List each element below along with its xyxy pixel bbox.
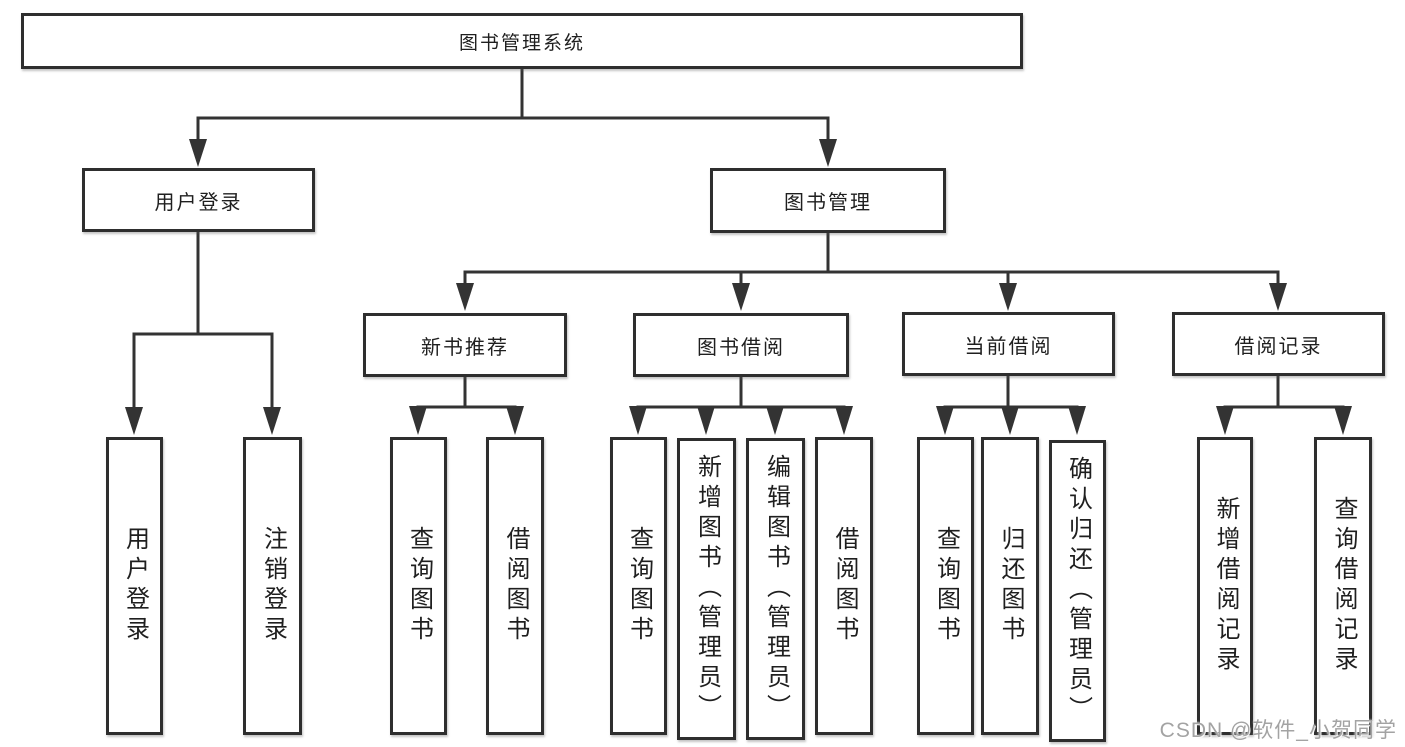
node-label: 图书管理 [784, 192, 872, 214]
node-label: 图书管理系统 [458, 32, 585, 54]
node-leaf-confirm-return-admin: 确认归还（管理员） [1049, 440, 1106, 742]
connector-book-borrow-children [629, 375, 853, 435]
node-user-login-module: 用户登录 [82, 168, 315, 232]
node-label: 新书推荐 [421, 336, 509, 359]
node-new-book-recommend: 新书推荐 [363, 313, 567, 377]
node-borrowing-records: 借阅记录 [1172, 312, 1385, 376]
node-leaf-borrowing-query-book: 查询图书 [610, 437, 667, 735]
node-book-borrowing: 图书借阅 [633, 313, 849, 377]
node-leaf-borrowing-borrow-book: 借阅图书 [815, 437, 873, 735]
node-leaf-edit-book-admin: 编辑图书（管理员） [746, 438, 805, 740]
connector-user-login-children [125, 230, 281, 435]
node-label: 借阅图书 [502, 526, 529, 646]
node-leaf-logout: 注销登录 [243, 437, 302, 735]
node-label: 确认归还（管理员） [1064, 456, 1092, 726]
node-label: 用户登录 [121, 526, 149, 646]
node-leaf-add-book-admin: 新增图书（管理员） [677, 438, 736, 740]
node-label: 用户登录 [154, 191, 243, 214]
connector-new-book-children [409, 375, 524, 435]
connector-book-management-children [456, 231, 1287, 311]
csdn-watermark: CSDN @软件_小贺同学 [1159, 719, 1397, 742]
node-label: 查询图书 [625, 526, 653, 646]
connector-root-to-level2 [189, 67, 837, 167]
node-leaf-recommend-query-book: 查询图书 [390, 437, 447, 735]
connector-borrow-record-children [1216, 374, 1352, 435]
node-leaf-return-book: 归还图书 [981, 437, 1039, 735]
node-library-management-system: 图书管理系统 [21, 13, 1023, 69]
node-leaf-query-borrow-record: 查询借阅记录 [1314, 437, 1372, 735]
node-label: 图书借阅 [697, 336, 785, 359]
node-label: 查询图书 [932, 526, 960, 646]
node-book-management: 图书管理 [710, 168, 946, 233]
node-label: 查询图书 [405, 526, 433, 646]
node-leaf-recommend-borrow-book: 借阅图书 [486, 437, 544, 735]
node-label: 查询借阅记录 [1330, 496, 1357, 676]
node-leaf-user-login: 用户登录 [106, 437, 163, 735]
node-label: 当前借阅 [964, 335, 1053, 358]
node-current-borrowing: 当前借阅 [902, 312, 1115, 376]
node-label: 注销登录 [259, 526, 287, 646]
node-label: 新增图书（管理员） [693, 454, 721, 724]
node-leaf-add-borrow-record: 新增借阅记录 [1197, 437, 1253, 735]
node-label: 归还图书 [997, 526, 1024, 646]
connector-current-borrow-children [936, 374, 1086, 435]
node-label: 借阅图书 [831, 526, 858, 646]
node-label: 新增借阅记录 [1212, 496, 1239, 676]
node-leaf-current-query-book: 查询图书 [917, 437, 974, 735]
node-label: 借阅记录 [1234, 335, 1323, 358]
node-label: 编辑图书（管理员） [762, 454, 790, 724]
